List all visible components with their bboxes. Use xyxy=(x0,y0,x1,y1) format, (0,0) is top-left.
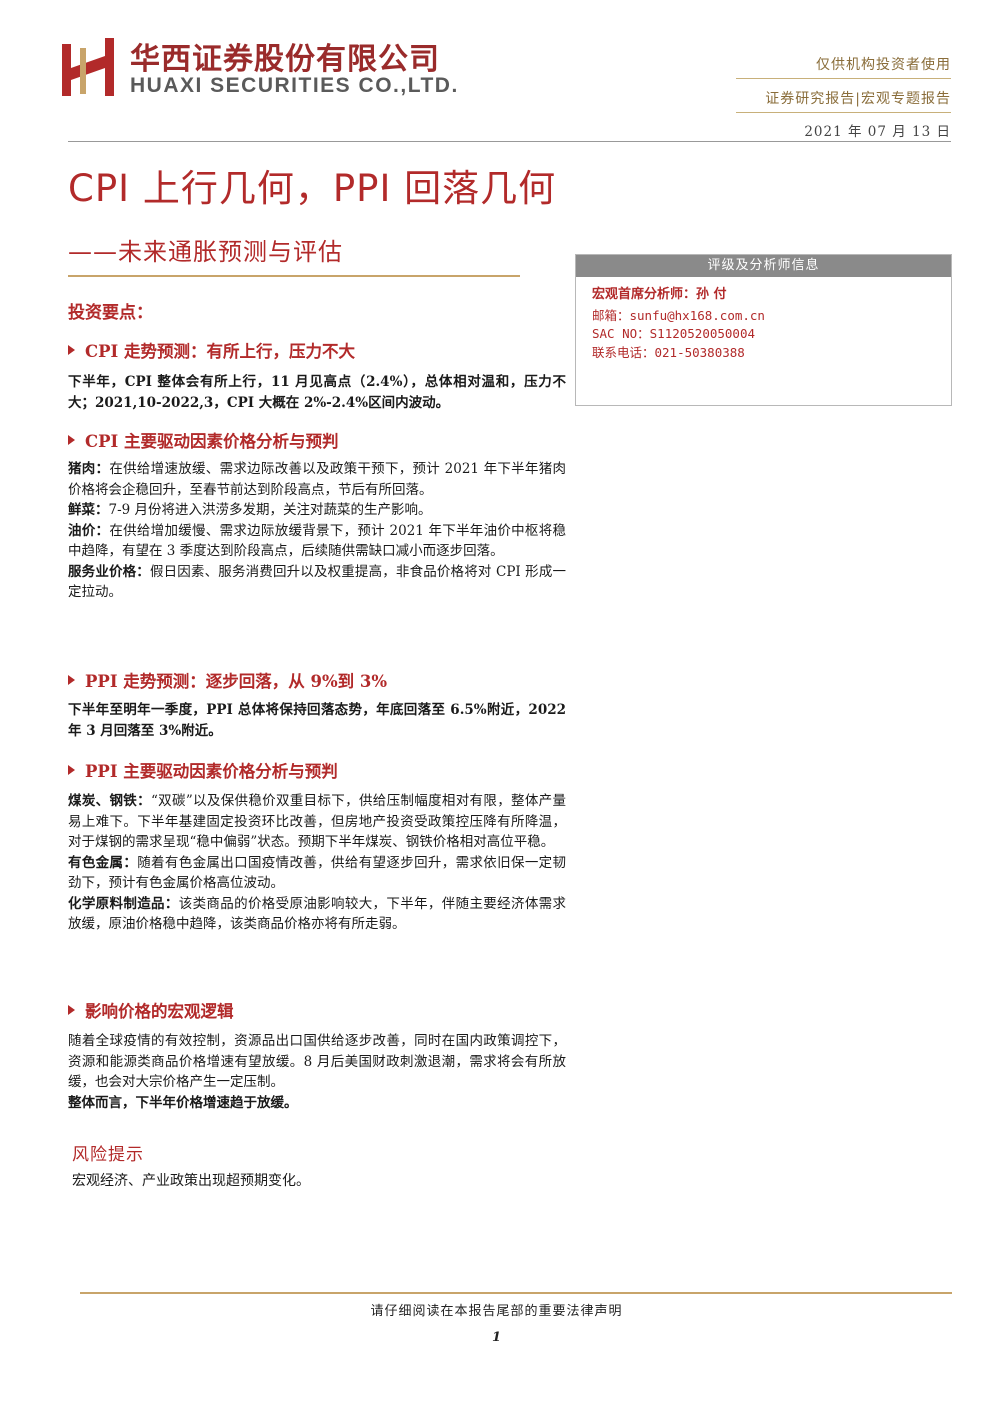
list-item: 油价：在供给增加缓慢、需求边际放缓背景下，预计 2021 年下半年油价中枢将稳中… xyxy=(68,522,566,560)
triangle-bullet-icon xyxy=(68,345,75,355)
section-heading: PPI 主要驱动因素价格分析与预判 xyxy=(68,758,338,782)
list-item: 服务业价格：假日因素、服务消费回升以及权重提高，非食品价格将对 CPI 形成一定… xyxy=(68,563,567,601)
risk-title: 风险提示 xyxy=(72,1145,144,1165)
section-paragraph: 下半年至明年一季度，PPI 总体将保持回落态势，年底回落至 6.5%附近，202… xyxy=(68,702,566,739)
list-item: 煤炭、钢铁：“双碳”以及保供稳价双重目标下，供给压制幅度相对有限，整体产量易上难… xyxy=(68,793,566,850)
huaxi-logo-icon xyxy=(62,38,114,96)
section-paragraph: 随着全球疫情的有效控制，资源品出口国供给逐步改善，同时在国内政策调控下，资源和能… xyxy=(68,1031,566,1113)
list-item: 猪肉：在供给增速放缓、需求边际改善以及政策干预下，预计 2021 年下半年猪肉价… xyxy=(68,461,566,498)
section-heading: 影响价格的宏观逻辑 xyxy=(68,998,234,1022)
section-heading: CPI 主要驱动因素价格分析与预判 xyxy=(68,428,339,452)
key-points-label: 投资要点： xyxy=(68,303,153,323)
report-date: 2021 年 07 月 13 日 xyxy=(804,124,951,140)
section-paragraph: 煤炭、钢铁：“双碳”以及保供稳价双重目标下，供给压制幅度相对有限，整体产量易上难… xyxy=(68,791,566,935)
list-item: 鲜菜：7-9 月份将进入洪涝多发期，关注对蔬菜的生产影响。 xyxy=(68,502,432,518)
footer-rule xyxy=(80,1292,952,1294)
section-paragraph: 下半年，CPI 整体会有所上行，11 月见高点（2.4%），总体相对温和，压力不… xyxy=(68,374,566,411)
company-name-cn: 华西证券股份有限公司 xyxy=(130,42,440,77)
triangle-bullet-icon xyxy=(68,435,75,445)
date-rule xyxy=(68,141,951,142)
conclusion-text: 整体而言，下半年价格增速趋于放缓。 xyxy=(68,1094,298,1111)
analyst-info-box: 评级及分析师信息 宏观首席分析师：孙 付 邮箱：sunfu@hx168.com.… xyxy=(575,254,952,406)
page-number: 1 xyxy=(491,1330,502,1345)
header-divider xyxy=(736,112,951,113)
analyst-email[interactable]: 邮箱：sunfu@hx168.com.cn xyxy=(592,308,765,323)
report-type: 证券研究报告|宏观专题报告 xyxy=(765,91,951,107)
subtitle-rule xyxy=(68,275,520,277)
triangle-bullet-icon xyxy=(68,765,75,775)
section-paragraph: 猪肉：在供给增速放缓、需求边际改善以及政策干预下，预计 2021 年下半年猪肉价… xyxy=(68,459,566,603)
triangle-bullet-icon xyxy=(68,1005,75,1015)
list-item: 有色金属：随着有色金属出口国疫情改善，供给有望逐步回升，需求依旧保一定韧劲下，预… xyxy=(68,854,567,892)
list-item: 化学原料制造品：该类商品的价格受原油影响较大，下半年，伴随主要经济体需求放缓，原… xyxy=(68,895,567,933)
legal-notice: 请仔细阅读在本报告尾部的重要法律声明 xyxy=(370,1304,623,1319)
company-name-en: HUAXI SECURITIES CO.,LTD. xyxy=(130,74,459,97)
analyst-role: 宏观首席分析师：孙 付 xyxy=(592,287,727,302)
page-subtitle: ——未来通胀预测与评估 xyxy=(68,238,343,266)
risk-text: 宏观经济、产业政策出现超预期变化。 xyxy=(72,1173,310,1189)
analyst-sac: SAC NO：S1120520050004 xyxy=(592,326,756,341)
analyst-phone: 联系电话：021-50380388 xyxy=(592,345,745,360)
audience-label: 仅供机构投资者使用 xyxy=(816,57,951,73)
triangle-bullet-icon xyxy=(68,675,75,685)
section-heading: CPI 走势预测：有所上行，压力不大 xyxy=(68,338,355,362)
analyst-box-heading: 评级及分析师信息 xyxy=(576,255,951,277)
section-heading: PPI 走势预测：逐步回落，从 9%到 3% xyxy=(68,668,387,692)
page-title: CPI 上行几何，PPI 回落几何 xyxy=(68,167,557,210)
header-divider xyxy=(736,78,951,79)
